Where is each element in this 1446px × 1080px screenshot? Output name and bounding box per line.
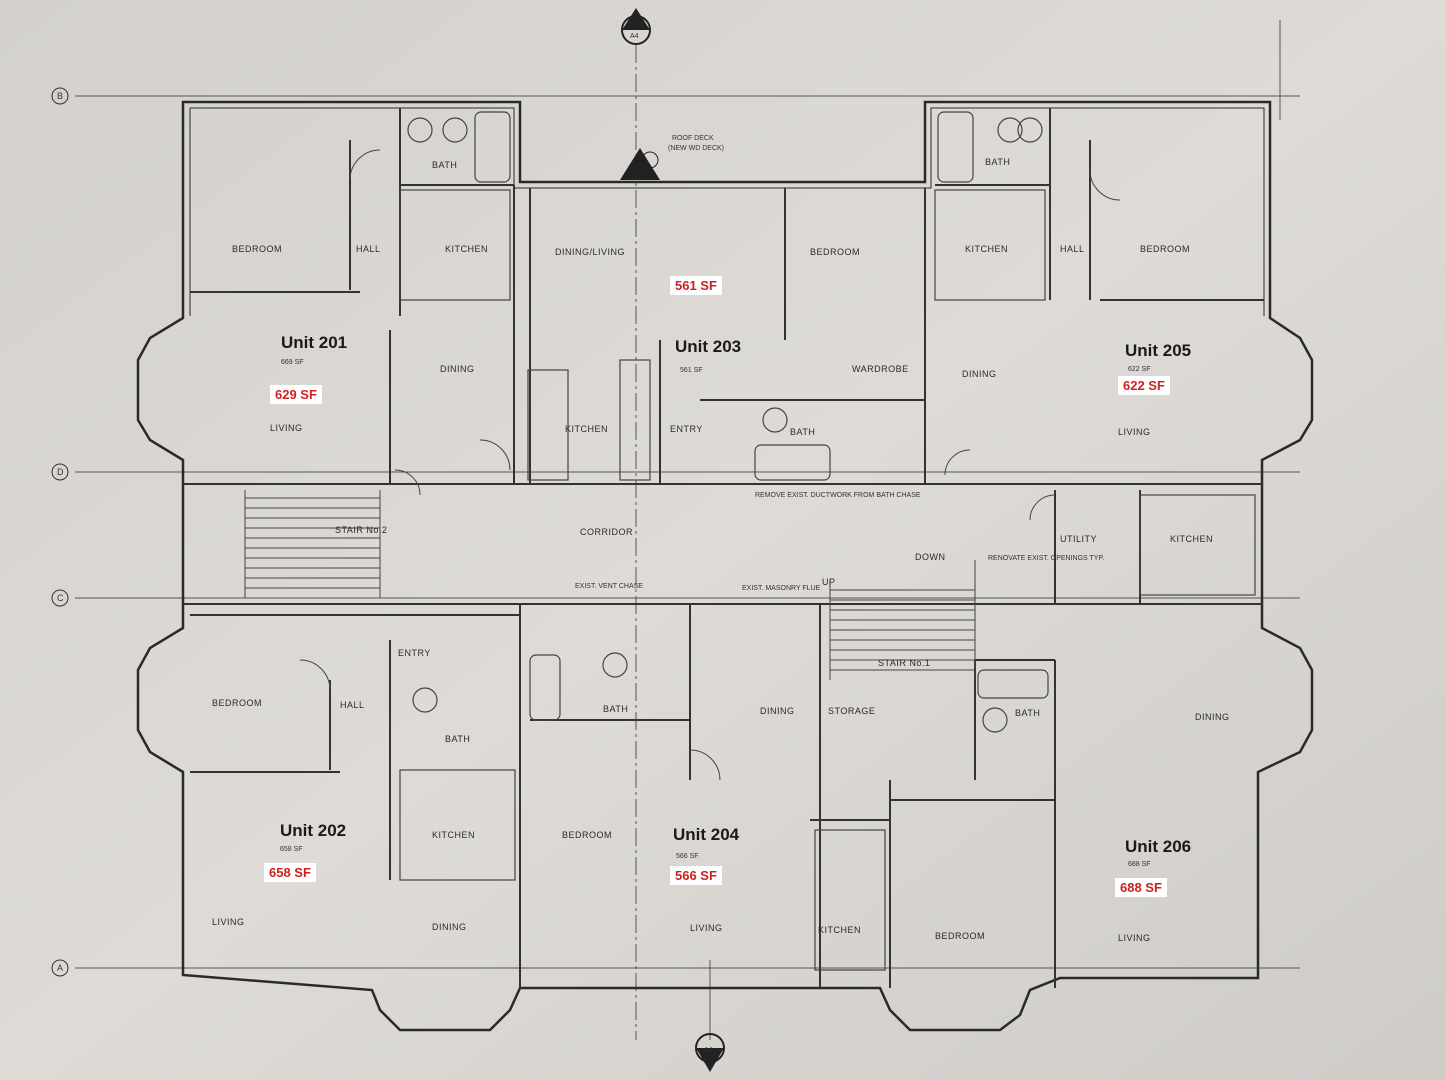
unit-hand-sf-206: 688 SF (1128, 861, 1151, 868)
room-label-bath-201: BATH (432, 160, 457, 170)
room-label-down: DOWN (915, 552, 946, 562)
unit-hand-sf-203: 561 SF (680, 367, 703, 374)
room-label-kitchen-206: KITCHEN (1170, 534, 1213, 544)
sf-callout-201: 629 SF (270, 385, 322, 404)
room-label-up: UP (822, 577, 836, 587)
room-label-living-205: LIVING (1118, 427, 1151, 437)
unit-hand-sf-205: 622 SF (1128, 366, 1151, 373)
room-label-living-204: LIVING (690, 923, 723, 933)
room-label-stair-1: STAIR No.1 (878, 658, 930, 668)
room-label-dining-201: DINING (440, 364, 475, 374)
room-label-stair-2: STAIR No.2 (335, 525, 387, 535)
room-label-hall-201: HALL (356, 244, 381, 254)
stair-treads (244, 490, 976, 680)
sf-callout-205: 622 SF (1118, 376, 1170, 395)
grid-label-a: A (57, 963, 63, 973)
room-label-dining-204: DINING (760, 706, 795, 716)
room-label-living-202: LIVING (212, 917, 245, 927)
fixtures (399, 111, 1256, 971)
note-remove-ductwork: REMOVE EXIST. DUCTWORK FROM BATH CHASE (755, 492, 921, 499)
section-marker-top-label: A4 (630, 33, 639, 40)
room-label-dining-202: DINING (432, 922, 467, 932)
plan-notes: ROOF DECK (NEW WD DECK) EXIST. VENT CHAS… (575, 135, 1104, 592)
room-label-bath-206: BATH (1015, 708, 1040, 718)
interior-walls (183, 108, 1264, 988)
note-exist-vent-chase: EXIST. VENT CHASE (575, 583, 643, 590)
room-label-kitchen-203: KITCHEN (565, 424, 608, 434)
grid-lines (75, 20, 1300, 1040)
room-label-bedroom-201: BEDROOM (232, 244, 282, 254)
room-label-hall-205: HALL (1060, 244, 1085, 254)
unit-title-202: Unit 202 (280, 821, 346, 840)
grid-bubbles (51, 87, 69, 977)
note-new-wd-deck: (NEW WD DECK) (668, 145, 724, 152)
room-label-entry-203: ENTRY (670, 424, 703, 434)
unit-title-203: Unit 203 (675, 337, 741, 356)
grid-label-d: D (57, 467, 64, 477)
room-label-living-201: LIVING (270, 423, 303, 433)
room-label-bedroom-204: BEDROOM (562, 830, 612, 840)
room-label-bedroom-206: BEDROOM (935, 931, 985, 941)
note-renovate: RENOVATE EXIST. OPENINGS TYP. (988, 555, 1104, 562)
room-label-bedroom-205: BEDROOM (1140, 244, 1190, 254)
building-outline (136, 100, 1314, 1032)
room-label-kitchen-202: KITCHEN (432, 830, 475, 840)
room-label-bath-204: BATH (603, 704, 628, 714)
unit-title-204: Unit 204 (673, 825, 740, 844)
unit-title-205: Unit 205 (1125, 341, 1191, 360)
room-label-bedroom-202: BEDROOM (212, 698, 262, 708)
unit-hand-sf-204: 566 SF (676, 853, 699, 860)
room-label-dining-206: DINING (1195, 712, 1230, 722)
section-marker-bottom-label: A4 (704, 1047, 713, 1054)
room-label-wardrobe-203: WARDROBE (852, 364, 909, 374)
grid-label-c: C (57, 593, 64, 603)
note-exist-masonry-flue: EXIST. MASONRY FLUE (742, 585, 821, 592)
room-label-kitchen-204: KITCHEN (818, 925, 861, 935)
room-label-living-206: LIVING (1118, 933, 1151, 943)
unit-title-201: Unit 201 (281, 333, 347, 352)
room-label-dining-205: DINING (962, 369, 997, 379)
section-marker-bottom: A4 (695, 1033, 725, 1072)
room-label-bath-202: BATH (445, 734, 470, 744)
sf-callout-204: 566 SF (670, 866, 722, 885)
room-label-hall-202: HALL (340, 700, 365, 710)
sf-callout-203: 561 SF (670, 276, 722, 295)
room-label-storage: STORAGE (828, 706, 875, 716)
room-label-dining-living-203: DINING/LIVING (555, 247, 625, 257)
unit-hand-sf-201: 669 SF (281, 359, 304, 366)
room-label-bath-205: BATH (985, 157, 1010, 167)
room-label-kitchen-201: KITCHEN (445, 244, 488, 254)
sf-callout-206: 688 SF (1115, 878, 1167, 897)
note-roof-deck: ROOF DECK (672, 135, 714, 142)
room-labels: BEDROOM HALL KITCHEN BATH DINING LIVING … (212, 157, 1230, 943)
grid-label-b: B (57, 91, 63, 101)
unit-titles: Unit 201 669 SF Unit 202 658 SF Unit 203… (280, 333, 1191, 868)
room-label-bath-203: BATH (790, 427, 815, 437)
unit-hand-sf-202: 658 SF (280, 846, 303, 853)
door-swings (299, 149, 1121, 781)
room-label-kitchen-205: KITCHEN (965, 244, 1008, 254)
sf-callout-202: 658 SF (264, 863, 316, 882)
room-label-utility: UTILITY (1060, 534, 1097, 544)
room-label-entry-202: ENTRY (398, 648, 431, 658)
room-label-bedroom-203: BEDROOM (810, 247, 860, 257)
section-marker-top: A4 (621, 8, 651, 45)
roof-deck-marker (620, 148, 660, 180)
unit-title-206: Unit 206 (1125, 837, 1191, 856)
room-label-corridor: CORRIDOR (580, 527, 633, 537)
